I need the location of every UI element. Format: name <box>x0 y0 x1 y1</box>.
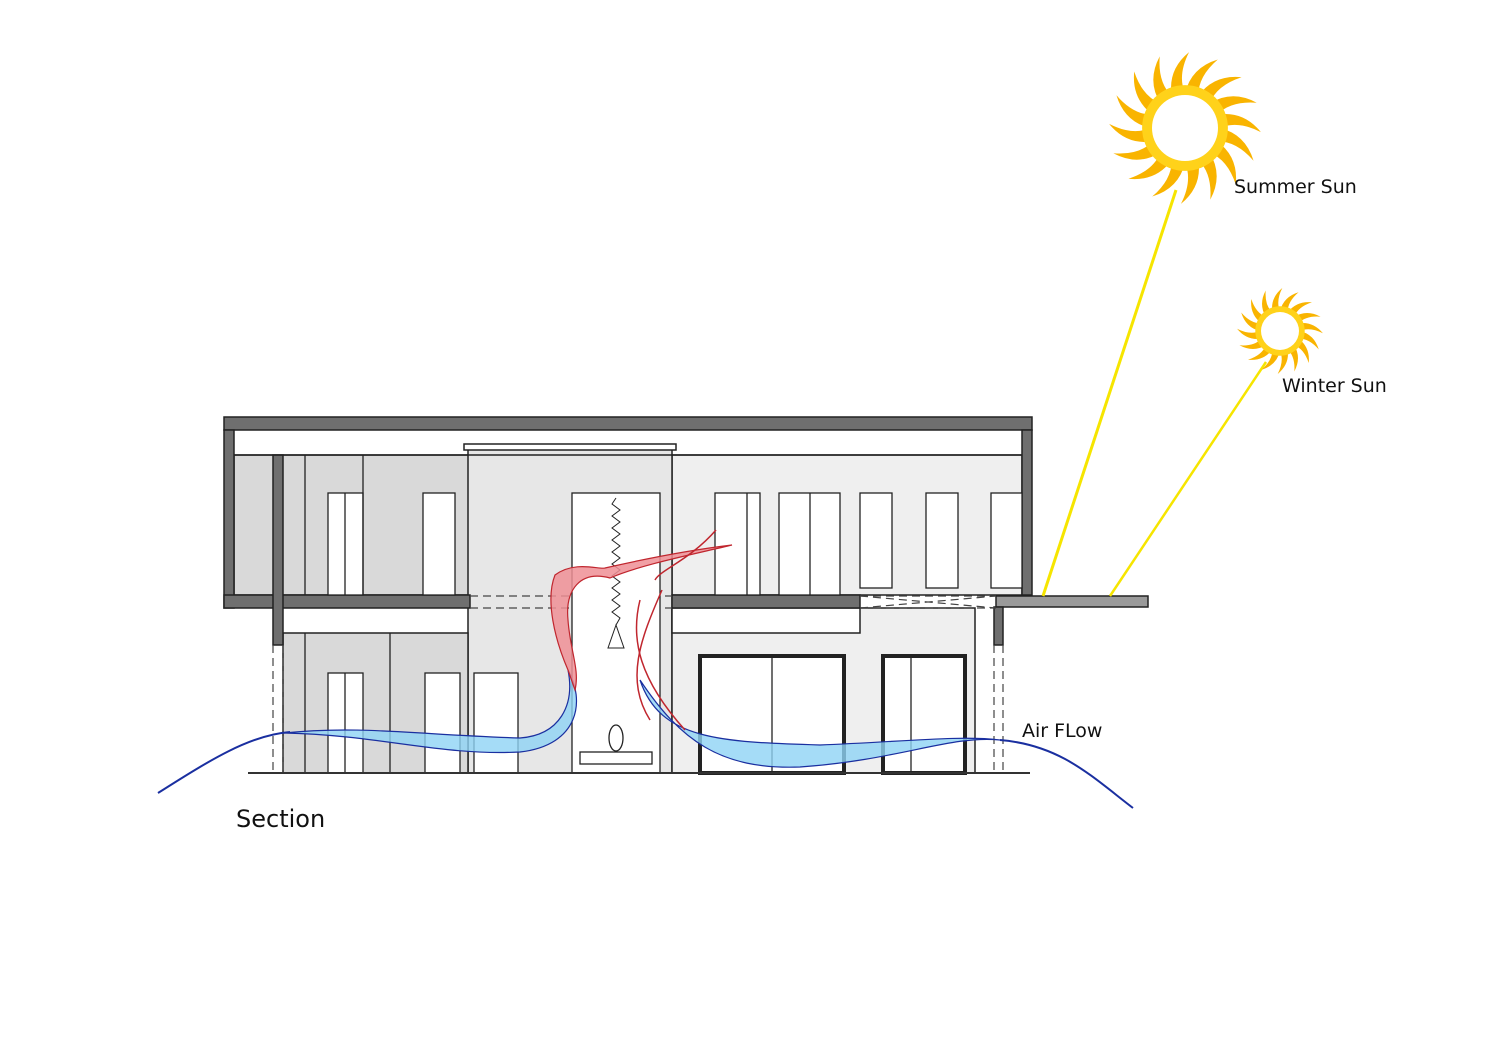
section-label: Section <box>236 805 325 833</box>
sun-disc <box>1152 95 1218 161</box>
winter-sun-icon <box>1237 288 1323 374</box>
window <box>859 492 893 589</box>
window <box>925 492 959 589</box>
warm-air-line <box>635 599 686 731</box>
vase <box>608 724 624 752</box>
lower-right-bulkhead <box>671 607 861 634</box>
window <box>422 492 456 596</box>
pendant-chain <box>611 497 621 626</box>
sun-disc <box>1261 312 1299 350</box>
warm-air-line <box>654 529 717 581</box>
winter-sun-label: Winter Sun <box>1282 375 1387 397</box>
warm-air-line <box>636 589 663 721</box>
warm-air-band <box>550 544 733 693</box>
window <box>990 492 1023 589</box>
cool-air-line-left <box>157 731 291 794</box>
pendant-lamp <box>607 623 625 649</box>
door <box>424 672 461 774</box>
cool-air-band-right <box>639 679 1001 768</box>
air-flow <box>157 529 1134 809</box>
window <box>714 492 761 596</box>
door <box>473 672 519 774</box>
cool-air-line-right <box>999 739 1134 809</box>
left-wall <box>223 429 235 609</box>
air-flow-label: Air FLow <box>1022 720 1102 742</box>
column-left <box>272 454 284 646</box>
winter-sun-ray <box>1108 361 1268 597</box>
skylight-cap <box>463 443 677 451</box>
shading-overhang <box>995 595 1149 608</box>
roof-slab <box>223 416 1033 431</box>
bench <box>579 751 653 765</box>
summer-sun-label: Summer Sun <box>1234 176 1357 198</box>
summer-sun-ray <box>1041 189 1178 597</box>
summer-sun-icon <box>1109 52 1261 204</box>
sliding-door <box>881 654 967 775</box>
column-right <box>993 606 1004 646</box>
floor-slab-right <box>671 594 861 609</box>
floor-slab-left <box>223 594 471 609</box>
right-wall <box>1021 429 1033 596</box>
dashed-lines <box>272 595 1004 773</box>
